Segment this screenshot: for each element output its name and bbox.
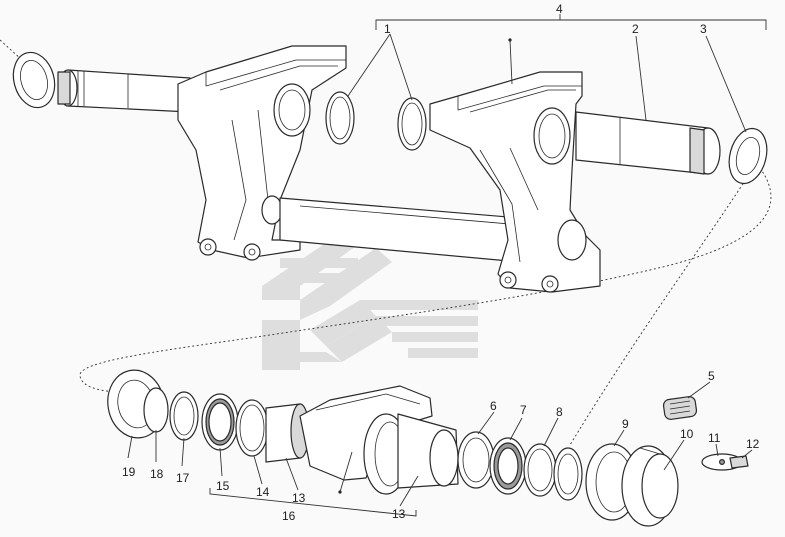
seal-ring-1-left bbox=[325, 91, 355, 145]
callout-4: 4 bbox=[556, 2, 563, 16]
part-6-ring bbox=[457, 431, 495, 489]
part-11-12-fitting bbox=[701, 453, 749, 471]
ring-3 bbox=[728, 127, 768, 185]
left-shaft-axis bbox=[0, 39, 23, 61]
left-end-ring bbox=[12, 51, 56, 109]
group-bracket-4 bbox=[375, 19, 767, 30]
callout-16: 16 bbox=[282, 509, 296, 523]
callout-8: 8 bbox=[556, 405, 563, 419]
seal-ring-1-right bbox=[397, 97, 427, 151]
callout-3: 3 bbox=[700, 22, 707, 36]
callout-10: 10 bbox=[680, 427, 694, 441]
part-8-ring bbox=[523, 443, 557, 497]
part-15-seal bbox=[201, 393, 239, 451]
right-axle-shaft-2 bbox=[575, 111, 721, 175]
callout-2: 2 bbox=[632, 22, 639, 36]
part-washer bbox=[553, 447, 583, 501]
part-18-ring bbox=[143, 387, 169, 433]
part-17-ring bbox=[169, 391, 199, 441]
callout-7: 7 bbox=[520, 403, 527, 417]
callout-19: 19 bbox=[122, 465, 136, 479]
callout-5: 5 bbox=[708, 369, 715, 383]
part-13-bushing-left bbox=[265, 403, 310, 463]
callout-18: 18 bbox=[150, 467, 164, 481]
right-bracket-housing bbox=[429, 71, 601, 293]
callout-13-b: 13 bbox=[392, 507, 406, 521]
callout-12: 12 bbox=[746, 437, 760, 451]
callout-15: 15 bbox=[216, 479, 230, 493]
part-16-housing bbox=[299, 385, 459, 495]
callout-13-a: 13 bbox=[292, 491, 306, 505]
assembly-path-dashed bbox=[79, 167, 772, 393]
callout-9: 9 bbox=[622, 417, 629, 431]
callout-6: 6 bbox=[490, 399, 497, 413]
callout-1: 1 bbox=[384, 22, 391, 36]
group-bracket-16 bbox=[209, 488, 417, 517]
left-bracket-housing bbox=[177, 45, 347, 261]
part-14-ring bbox=[235, 399, 269, 457]
callout-11: 11 bbox=[708, 431, 721, 445]
part-5-plate bbox=[662, 396, 698, 420]
assembly-path-dashed-lower bbox=[569, 175, 749, 446]
callout-14: 14 bbox=[256, 485, 270, 499]
part-7-bearing bbox=[489, 437, 527, 495]
part-10-cap bbox=[621, 445, 679, 527]
left-axle-shaft bbox=[57, 69, 191, 113]
callout-17: 17 bbox=[176, 471, 190, 485]
